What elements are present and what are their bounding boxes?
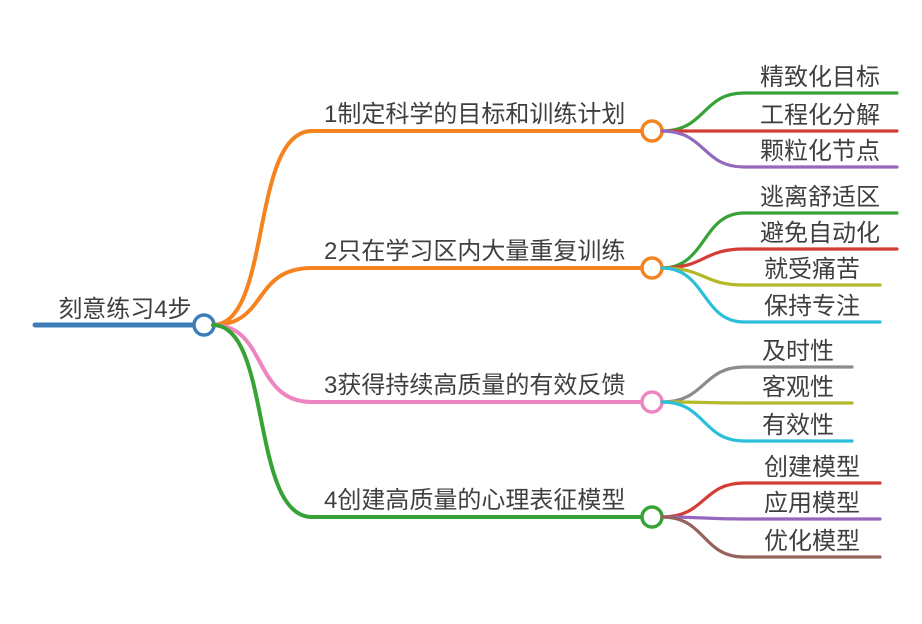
branch-4-connector: [211, 323, 314, 519]
leaf-4-1: 创建模型: [660, 454, 882, 519]
branch-2-label[interactable]: 2只在学习区内大量重复训练: [324, 238, 625, 265]
leaf-2-2-label[interactable]: 避免自动化: [760, 220, 880, 247]
branch-1-node-toggle[interactable]: [640, 119, 664, 143]
branch-3-label[interactable]: 3获得持续高质量的有效反馈: [324, 372, 625, 399]
leaf-1-3: 颗粒化节点: [660, 129, 899, 169]
leaf-1-1-connector: [660, 91, 746, 133]
leaf-3-3-label[interactable]: 有效性: [762, 412, 834, 439]
leaf-4-3-connector: [660, 515, 746, 559]
leaf-3-3-connector: [660, 400, 746, 443]
leaf-2-1: 逃离舒适区: [660, 184, 899, 270]
leaf-3-2-label[interactable]: 客观性: [762, 374, 834, 401]
leaf-2-3: 就受痛苦: [660, 256, 882, 287]
branch-3-node-toggle[interactable]: [640, 390, 664, 414]
leaf-1-3-connector: [660, 129, 746, 169]
leaf-3-1-label[interactable]: 及时性: [762, 338, 834, 365]
leaf-2-3-label[interactable]: 就受痛苦: [764, 256, 860, 283]
leaf-2-2: 避免自动化: [660, 220, 899, 270]
branch-3: 3获得持续高质量的有效反馈 及时性 客观性 有效性: [211, 323, 854, 443]
branch-2: 2只在学习区内大量重复训练 逃离舒适区 避免自动化 就受痛苦 保持专注: [211, 184, 899, 327]
branch-4: 4创建高质量的心理表征模型 创建模型 应用模型 优化模型: [211, 323, 882, 559]
leaf-1-2-label[interactable]: 工程化分解: [760, 102, 880, 129]
branch-1: 1制定科学的目标和训练计划 精致化目标 工程化分解 颗粒化节点: [211, 64, 899, 327]
branch-2-connector: [211, 266, 314, 327]
branch-2-node-toggle[interactable]: [640, 256, 664, 280]
leaf-2-1-label[interactable]: 逃离舒适区: [760, 184, 880, 211]
leaf-2-4-label[interactable]: 保持专注: [764, 293, 860, 320]
leaf-3-1: 及时性: [660, 338, 854, 404]
leaf-4-2-label[interactable]: 应用模型: [764, 490, 860, 517]
leaf-4-3-label[interactable]: 优化模型: [764, 528, 860, 555]
leaf-3-1-connector: [660, 365, 746, 404]
leaf-4-1-connector: [660, 481, 746, 519]
branch-4-label[interactable]: 4创建高质量的心理表征模型: [324, 487, 625, 514]
leaf-1-1: 精致化目标: [660, 64, 899, 133]
root-label[interactable]: 刻意练习4步: [58, 296, 191, 323]
leaf-1-2: 工程化分解: [660, 102, 899, 133]
branch-1-connector: [211, 129, 314, 327]
branch-3-connector: [211, 323, 314, 404]
leaf-2-4-connector: [660, 266, 746, 324]
branch-1-label[interactable]: 1制定科学的目标和训练计划: [324, 101, 625, 128]
branch-4-node-toggle[interactable]: [640, 505, 664, 529]
leaf-3-2: 客观性: [660, 374, 854, 405]
leaf-4-1-label[interactable]: 创建模型: [764, 454, 860, 481]
leaf-4-2: 应用模型: [660, 490, 882, 521]
leaf-3-3: 有效性: [660, 400, 854, 443]
leaf-2-4: 保持专注: [660, 266, 882, 324]
leaf-4-3: 优化模型: [660, 515, 882, 559]
leaf-1-3-label[interactable]: 颗粒化节点: [760, 138, 880, 165]
root-topic: 刻意练习4步: [32, 296, 216, 337]
leaf-1-1-label[interactable]: 精致化目标: [760, 64, 880, 91]
